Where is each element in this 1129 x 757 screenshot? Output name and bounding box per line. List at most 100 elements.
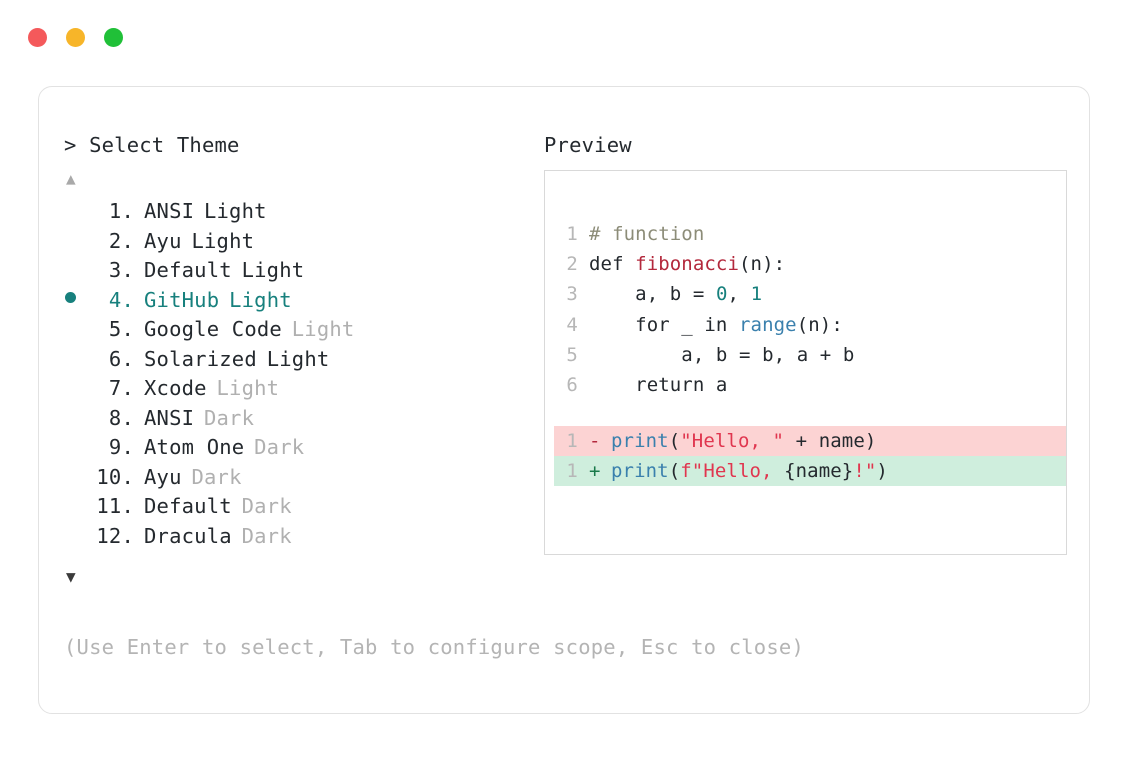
theme-item-variant: Light [229,287,292,312]
theme-item-number: 8. [108,405,134,430]
theme-list-item[interactable]: 10. Ayu Dark [64,463,534,493]
theme-list-item[interactable]: 11. Default Dark [64,492,534,522]
minimize-window-button[interactable] [66,28,85,47]
diff-block: 1-print("Hello, " + name)1+print(f"Hello… [554,426,1066,487]
diff-removed-line: 1-print("Hello, " + name) [554,426,1066,457]
code-token-plain: (n): [796,313,843,336]
theme-item-number: 5. [108,317,134,341]
code-line: 6 return a [562,370,1062,400]
theme-item-number: 1. [108,199,134,223]
diff-line-text: print("Hello, " + name) [611,426,876,456]
code-token-plain: for _ in [589,313,740,336]
code-token-call: print [611,460,669,483]
theme-item-name: Google Code [144,317,282,341]
code-token-comment: # function [589,223,705,245]
maximize-window-button[interactable] [104,28,123,47]
code-line-text: # function [589,219,704,249]
window-titlebar [28,28,123,47]
code-line-number: 6 [566,373,578,396]
keyboard-hint: (Use Enter to select, Tab to configure s… [64,635,804,659]
diff-minus-icon: - [589,430,601,452]
code-line: 3 a, b = 0, 1 [562,279,1062,309]
theme-item-variant: Dark [241,494,292,518]
diff-added-line: 1 + print(f"Hello, {name}!") [554,456,1066,487]
code-line-number: 2 [566,253,578,276]
code-line-number: 4 [566,313,578,336]
scroll-up-arrow-icon[interactable]: ▲ [66,169,76,188]
theme-list-item[interactable]: 9. Atom One Dark [64,433,534,463]
diff-line-text: print(f"Hello, {name}!") [611,456,888,486]
theme-item-number: 12. [96,523,134,548]
theme-item-name: Ayu [144,464,182,489]
theme-item-name: ANSI [144,199,195,223]
code-token-plain: return a [589,373,728,396]
code-token-string: "Hello, " [680,430,785,452]
selected-dot-icon [65,291,76,303]
theme-item-name: Dracula [144,523,232,548]
theme-item-variant: Dark [203,405,255,430]
code-token-plain: + name) [784,430,877,452]
theme-item-number: 10. [96,464,134,489]
theme-item-name: Xcode [144,376,207,400]
code-line: 4 for _ in range(n): [562,310,1062,340]
theme-item-variant: Light [203,199,267,223]
code-token-keyword: def [589,253,636,276]
code-token-plain: ) [876,460,888,483]
code-token-number: 0 [715,283,728,306]
diff-plus-icon: + [589,460,601,483]
theme-item-number: 2. [108,228,134,253]
code-line: 5 a, b = b, a + b [562,340,1062,370]
code-token-plain: {name} [784,460,854,483]
code-line-text: for _ in range(n): [589,310,843,340]
theme-item-number: 9. [108,435,134,459]
code-token-plain: (n): [739,253,786,276]
code-token-string: f"Hello, [680,460,785,483]
theme-item-name: Atom One [144,435,245,459]
theme-item-number: 6. [108,346,134,371]
theme-list-item[interactable]: 4. GitHub Light [64,286,534,316]
select-theme-prompt: > Select Theme [64,133,240,157]
theme-item-number: 3. [108,258,134,282]
theme-list-item[interactable]: 1. ANSI Light [64,197,534,227]
code-token-plain: ( [668,460,681,483]
code-token-func: fibonacci [635,253,740,276]
code-token-builtin: range [739,313,797,336]
theme-item-variant: Dark [191,464,242,489]
code-line-number: 5 [566,343,578,366]
code-line-number: 1 [566,223,578,245]
diff-line-number: 1 [566,430,578,452]
theme-item-name: Default [144,258,232,282]
close-window-button[interactable] [28,28,47,47]
code-token-number: 1 [750,283,763,306]
theme-list-item[interactable]: 6. Solarized Light [64,345,534,375]
code-line: 1 # function [562,219,1062,249]
theme-item-variant: Light [266,346,330,371]
theme-item-name: Solarized [144,346,257,371]
scroll-down-arrow-icon[interactable]: ▼ [66,567,76,586]
code-line-text: def fibonacci(n): [589,249,785,279]
theme-item-number: 4. [108,287,134,312]
theme-item-number: 11. [96,494,134,518]
code-token-string: !" [853,460,877,483]
theme-item-variant: Dark [254,435,305,459]
code-token-plain: ( [668,430,681,452]
diff-line-number: 1 [566,460,578,483]
code-line-text: a, b = 0, 1 [589,279,762,309]
selection-bullet-icon [64,286,90,316]
theme-item-name: Default [144,494,232,518]
code-token-plain: a, b = [589,283,716,306]
code-line-text: a, b = b, a + b [589,340,854,370]
theme-item-name: GitHub [144,287,220,312]
